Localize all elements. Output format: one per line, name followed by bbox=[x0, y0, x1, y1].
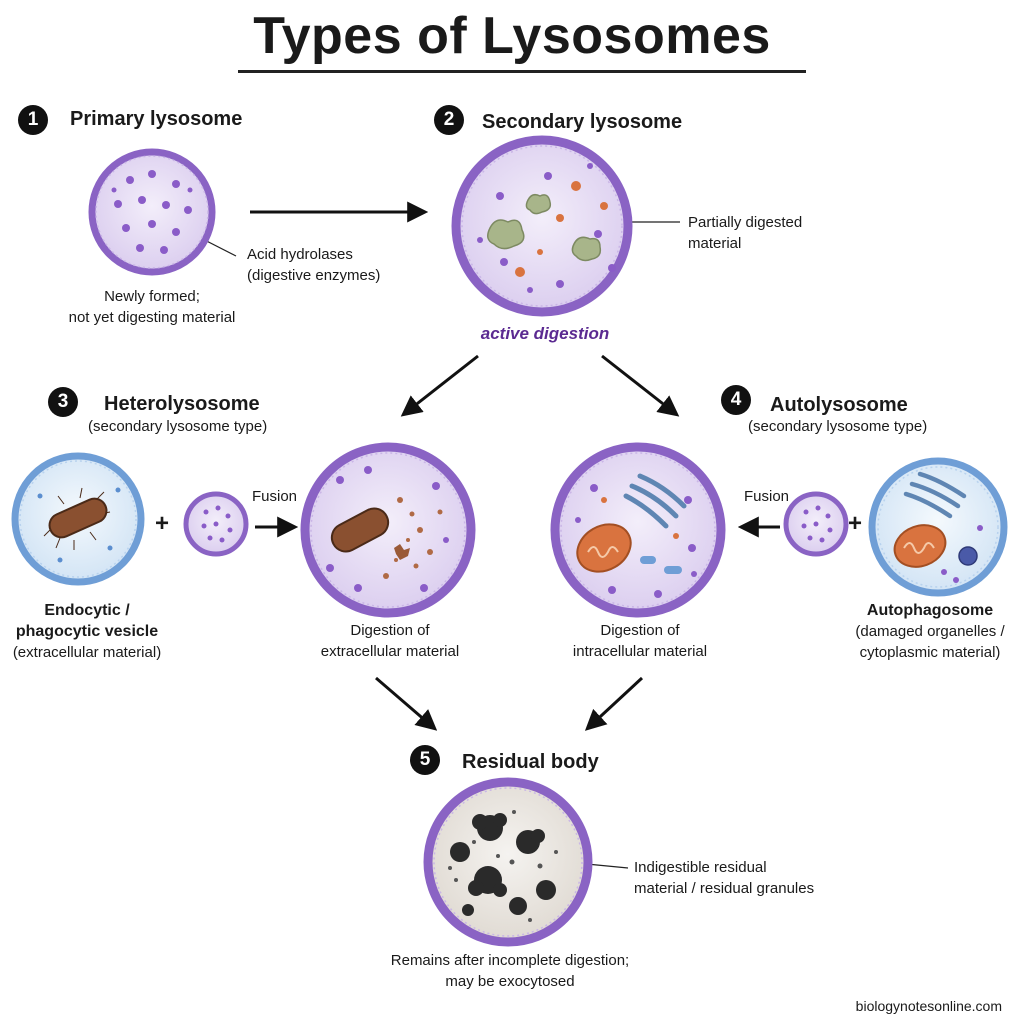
source-credit: biologynotesonline.com bbox=[855, 998, 1002, 1014]
arrow-heterolysosome-to-residual bbox=[375, 676, 438, 731]
page-title: Types of Lysosomes bbox=[253, 7, 771, 65]
enzyme-dots bbox=[111, 170, 193, 254]
caption-autophagosome: Autophagosome (damaged organelles / cyto… bbox=[855, 602, 1005, 661]
badge-2: 2 bbox=[434, 105, 464, 135]
label-residual-material: Indigestible residual material / residua… bbox=[634, 859, 815, 897]
caption-endocytic-vesicle: Endocytic / phagocytic vesicle (extracel… bbox=[12, 602, 162, 661]
secondary-lysosome-cell bbox=[451, 135, 633, 317]
badge-5: 5 bbox=[410, 745, 440, 775]
subtype-heterolysosome: (secondary lysosome type) bbox=[88, 418, 268, 435]
label-fusion-left: Fusion bbox=[252, 488, 298, 505]
subtype-autolysosome: (secondary lysosome type) bbox=[748, 418, 928, 435]
title-underline bbox=[238, 70, 806, 73]
arrow-autolysosome-to-residual bbox=[584, 676, 644, 731]
arrow-secondary-to-heterolysosome bbox=[400, 354, 479, 417]
caption-primary: Newly formed; not yet digesting material bbox=[68, 288, 236, 326]
caption-residual-body: Remains after incomplete digestion; may … bbox=[390, 952, 630, 990]
caption-extracellular-digestion: Digestion of extracellular material bbox=[320, 622, 460, 660]
heading-primary-lysosome: Primary lysosome bbox=[70, 108, 243, 130]
label-acid-hydrolases: Acid hydrolases (digestive enzymes) bbox=[247, 246, 381, 284]
autophagosome-cell bbox=[868, 457, 1008, 597]
autolysosome-cell bbox=[550, 442, 726, 618]
heading-autolysosome: Autolysosome bbox=[770, 394, 908, 416]
plus-sign-right: + bbox=[848, 510, 863, 537]
caption-intracellular-digestion: Digestion of intracellular material bbox=[572, 622, 708, 660]
badge-3: 3 bbox=[48, 387, 78, 417]
label-active-digestion: active digestion bbox=[480, 324, 610, 343]
heading-secondary-lysosome: Secondary lysosome bbox=[482, 111, 683, 133]
primary-lysosome-cell bbox=[88, 148, 216, 276]
small-primary-lysosome-left bbox=[183, 491, 249, 557]
heading-residual-body: Residual body bbox=[462, 751, 599, 773]
heterolysosome-cell bbox=[300, 442, 476, 618]
label-partially-digested: Partially digested material bbox=[688, 214, 803, 252]
small-primary-lysosome-right bbox=[783, 491, 849, 557]
badge-4: 4 bbox=[721, 385, 751, 415]
endocytic-vesicle bbox=[11, 452, 145, 586]
badge-1: 1 bbox=[18, 105, 48, 135]
heading-heterolysosome: Heterolysosome bbox=[104, 393, 260, 415]
plus-sign-left: + bbox=[155, 510, 170, 537]
residual-body-cell bbox=[423, 777, 593, 947]
label-fusion-right: Fusion bbox=[744, 488, 790, 505]
arrow-secondary-to-autolysosome bbox=[601, 354, 680, 417]
